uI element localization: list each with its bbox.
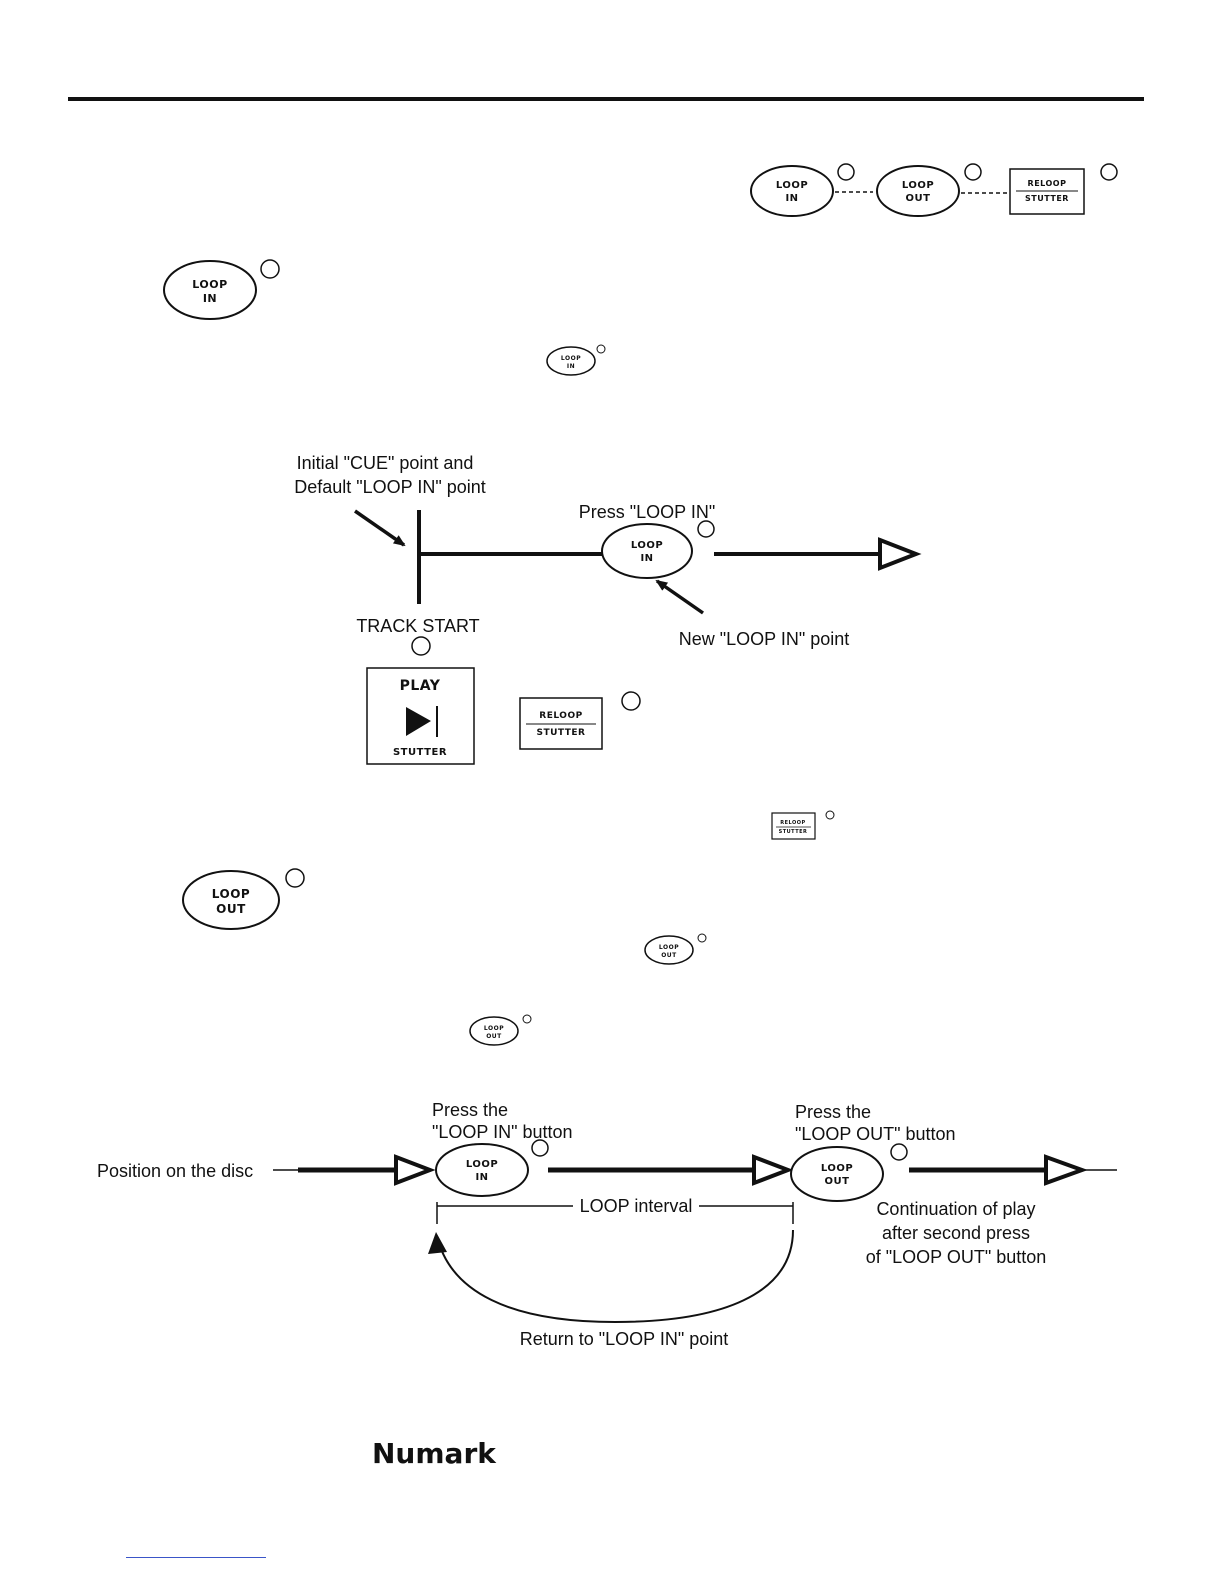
loop-in-label-top: LOOP — [561, 355, 581, 362]
loop-in-label-top: LOOP — [192, 278, 227, 291]
loop-out-button-diagram: LOOP OUT — [790, 1146, 884, 1202]
press-loop-in-line1: Press the — [432, 1100, 508, 1120]
loop-out-label-bottom: OUT — [906, 193, 931, 204]
loop-in-label-bottom: IN — [203, 292, 217, 305]
loop-out-label-top: LOOP — [659, 944, 679, 951]
play-stutter-label: STUTTER — [393, 747, 447, 758]
footer-link-line — [126, 1557, 266, 1558]
loop-out-button[interactable]: LOOP OUT — [876, 165, 960, 217]
play-button: PLAY STUTTER — [366, 667, 475, 765]
loop-in-label-top: LOOP — [466, 1159, 498, 1170]
loop-out-label-bottom: OUT — [825, 1176, 850, 1187]
loop-out-led — [697, 933, 707, 943]
press-loop-out-line1: Press the — [795, 1102, 871, 1122]
press-loop-in-label: Press "LOOP IN" — [579, 502, 716, 522]
reloop-led — [621, 691, 641, 711]
loop-in-label-bottom: IN — [640, 553, 653, 564]
press-loop-in-line2: "LOOP IN" button — [432, 1122, 573, 1142]
loop-in-led — [260, 259, 280, 279]
loop-out-label-bottom: OUT — [216, 902, 246, 916]
loop-out-label-top: LOOP — [902, 180, 934, 191]
brand-logo: Numark — [372, 1437, 497, 1470]
reloop-button-diagram: RELOOP STUTTER — [519, 697, 603, 750]
reloop-led — [825, 810, 835, 820]
loop-out-label-bottom: OUT — [486, 1033, 502, 1040]
reloop-label-bottom: STUTTER — [779, 829, 808, 835]
play-label: PLAY — [400, 678, 441, 694]
loop-in-led — [697, 520, 715, 538]
reloop-icon-inline: RELOOP STUTTER — [771, 810, 835, 840]
loop-in-icon-large: LOOP IN — [163, 259, 280, 320]
loop-in-label-bottom: IN — [567, 363, 575, 370]
loop-out-led — [964, 163, 982, 181]
reloop-label-bottom: STUTTER — [537, 728, 586, 738]
loop-in-button-diagram: LOOP IN — [435, 1143, 529, 1197]
loop-out-label-top: LOOP — [212, 887, 250, 901]
return-label: Return to "LOOP IN" point — [520, 1329, 729, 1349]
new-point-arrow — [655, 579, 704, 615]
loop-out-icon-inline: LOOP OUT — [469, 1014, 532, 1046]
loop-out-led — [522, 1014, 532, 1024]
track-start-label: TRACK START — [356, 616, 479, 636]
loop-in-button-diagram: LOOP IN — [601, 523, 693, 579]
loop-in-icon-inline: LOOP IN — [546, 344, 606, 376]
loop-out-label-top: LOOP — [484, 1025, 504, 1032]
reloop-label-top: RELOOP — [780, 820, 805, 826]
loop-in-led — [596, 344, 606, 354]
loop-out-icon-large: LOOP OUT — [182, 868, 305, 930]
reloop-label-top: RELOOP — [539, 711, 582, 721]
diagram-loop-in-point: Initial "CUE" point and Default "LOOP IN… — [294, 453, 922, 765]
return-arrowhead — [428, 1232, 447, 1254]
loop-out-led — [285, 868, 305, 888]
loop-in-led — [531, 1139, 549, 1157]
loop-arrowhead — [752, 1154, 794, 1186]
press-loop-out-line2: "LOOP OUT" button — [795, 1124, 956, 1144]
reloop-label-bottom: STUTTER — [1025, 194, 1069, 203]
continuation-line2: after second press — [882, 1223, 1030, 1243]
default-loop-in-label: Default "LOOP IN" point — [294, 477, 486, 497]
loop-in-label-bottom: IN — [785, 193, 798, 204]
play-icon — [406, 707, 431, 736]
diagram-loop-interval: Position on the disc Press the "LOOP IN"… — [97, 1100, 1117, 1349]
return-arc — [436, 1229, 794, 1324]
reloop-label-top: RELOOP — [1028, 179, 1067, 188]
loop-in-label-top: LOOP — [631, 540, 663, 551]
play-led — [411, 636, 431, 656]
new-loop-in-point-label: New "LOOP IN" point — [679, 629, 850, 649]
initial-cue-label: Initial "CUE" point and — [297, 453, 474, 473]
continuation-line3: of "LOOP OUT" button — [866, 1247, 1047, 1267]
loop-in-button[interactable]: LOOP IN — [750, 165, 834, 217]
reloop-led — [1100, 163, 1118, 181]
loop-out-label-bottom: OUT — [661, 952, 677, 959]
loop-out-icon-inline: LOOP OUT — [644, 933, 707, 965]
top-button-strip: LOOP IN LOOP OUT RELOOP STUTTER — [750, 163, 1118, 217]
continuation-line1: Continuation of play — [876, 1199, 1035, 1219]
disc-arrowhead — [394, 1154, 436, 1186]
loop-in-label-top: LOOP — [776, 180, 808, 191]
position-on-disc-label: Position on the disc — [97, 1161, 253, 1181]
reloop-button[interactable]: RELOOP STUTTER — [1009, 168, 1085, 215]
cue-pointer-arrow — [354, 509, 406, 547]
continue-arrowhead — [1044, 1154, 1088, 1186]
loop-in-led — [837, 163, 855, 181]
timeline-arrowhead — [878, 537, 922, 571]
loop-in-label-bottom: IN — [475, 1172, 488, 1183]
loop-out-led — [890, 1143, 908, 1161]
loop-interval-label: LOOP interval — [580, 1196, 693, 1216]
loop-out-label-top: LOOP — [821, 1163, 853, 1174]
